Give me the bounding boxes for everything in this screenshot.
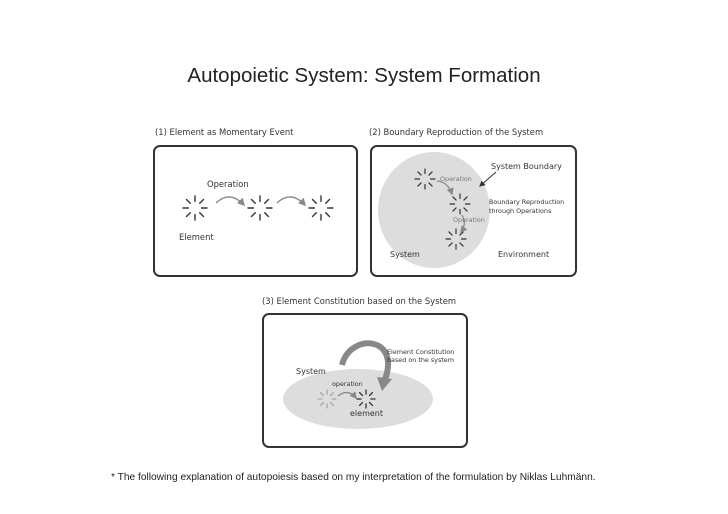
boundary-reproduction-annotation: Boundary Reproduction	[489, 198, 564, 206]
system-label: System	[296, 367, 326, 376]
element-event-icon	[247, 195, 273, 221]
element-event-icon	[182, 195, 208, 221]
operation-label: Operation	[453, 216, 485, 224]
system-boundary-pointer	[479, 171, 497, 187]
element-event-icon	[445, 228, 467, 250]
self-reference-arrow	[339, 340, 392, 384]
operation-arrow	[276, 196, 307, 207]
operation-label: operation	[332, 380, 363, 388]
element-event-icon	[356, 389, 376, 409]
system-label: System	[390, 250, 420, 259]
footnote: * The following explanation of autopoies…	[111, 472, 596, 483]
panel-2-caption: (2) Boundary Reproduction of the System	[369, 127, 544, 137]
self-reference-arrowhead	[377, 377, 392, 391]
element-event-icon	[308, 195, 334, 221]
operation-arrow	[460, 214, 468, 234]
element-constitution-annotation: Element Constitution	[387, 348, 454, 356]
element-label: element	[350, 409, 383, 418]
page-title: Autopoietic System: System Formation	[187, 64, 541, 87]
operation-label: Operation	[440, 175, 472, 183]
operation-arrow	[215, 196, 246, 207]
operation-label: Operation	[207, 179, 249, 189]
panel-1-caption: (1) Element as Momentary Event	[155, 127, 294, 137]
element-event-icon-faded	[317, 389, 337, 409]
element-event-icon	[449, 193, 471, 215]
system-boundary-label: System Boundary	[491, 162, 562, 171]
element-label: Element	[179, 232, 214, 242]
operation-arrow	[337, 391, 357, 400]
boundary-reproduction-annotation: through Operations	[489, 207, 552, 215]
environment-label: Environment	[498, 250, 549, 259]
element-event-icon	[414, 168, 436, 190]
operation-arrow	[436, 180, 454, 196]
element-constitution-annotation: based on the system	[387, 356, 454, 364]
panel-1-frame	[153, 145, 358, 277]
panel-3-caption: (3) Element Constitution based on the Sy…	[262, 296, 457, 306]
